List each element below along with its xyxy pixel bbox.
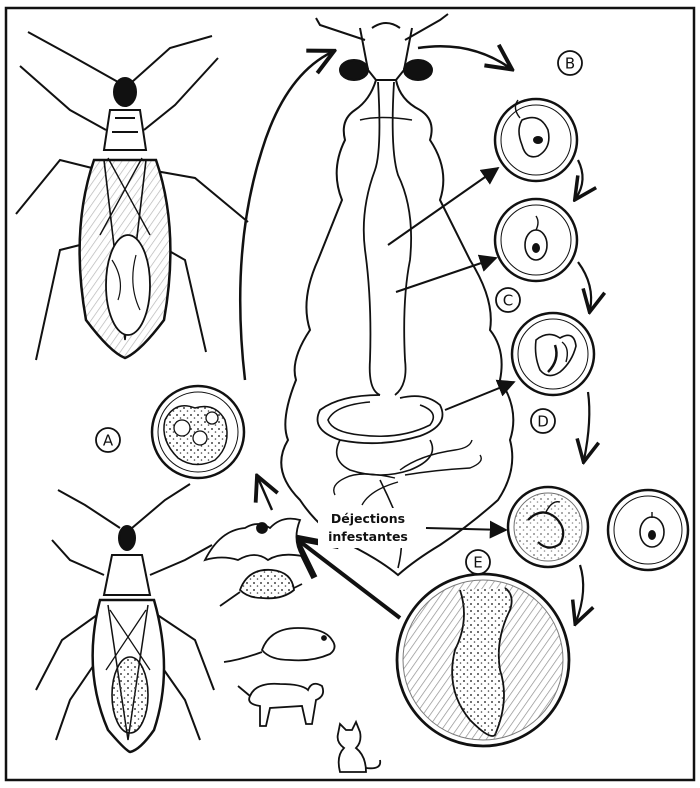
label-b-text: B: [565, 55, 575, 73]
label-a-text: A: [103, 432, 114, 450]
label-d-text: D: [537, 413, 549, 431]
circle-e-parasite: [508, 487, 588, 567]
label-c-text: C: [503, 292, 513, 310]
label-e: E: [466, 550, 490, 574]
arrow-a-to-bug: [240, 52, 332, 380]
arrow-tissue-to-hosts: [298, 540, 400, 618]
label-d: D: [531, 409, 555, 433]
tissue-circle: [397, 574, 569, 746]
label-a: A: [96, 428, 120, 452]
circle-c-parasite: [495, 199, 577, 281]
label-e-text: E: [473, 554, 482, 572]
triatomine-bug-bottom: [36, 484, 214, 752]
label-b: B: [558, 51, 582, 75]
label-c: C: [496, 288, 520, 312]
arrow-bug-to-b: [418, 46, 510, 68]
circle-b-parasite: [495, 99, 577, 181]
bat-host: [205, 519, 302, 560]
opossum-host: [224, 628, 335, 662]
dog-host: [238, 684, 323, 726]
circle-extra-parasite: [608, 490, 688, 570]
armadillo-host: [220, 570, 302, 606]
circle-d-parasite: [512, 313, 594, 395]
caption-line-2: infestantes: [328, 529, 408, 544]
caption-line-1: Déjections: [331, 511, 405, 526]
bug-digestive-tract: [281, 14, 513, 575]
circle-a-parasite: [152, 386, 244, 478]
triatomine-bug-top: [16, 32, 248, 360]
cat-host: [338, 722, 381, 772]
arrow-hosts-to-a: [258, 478, 272, 510]
